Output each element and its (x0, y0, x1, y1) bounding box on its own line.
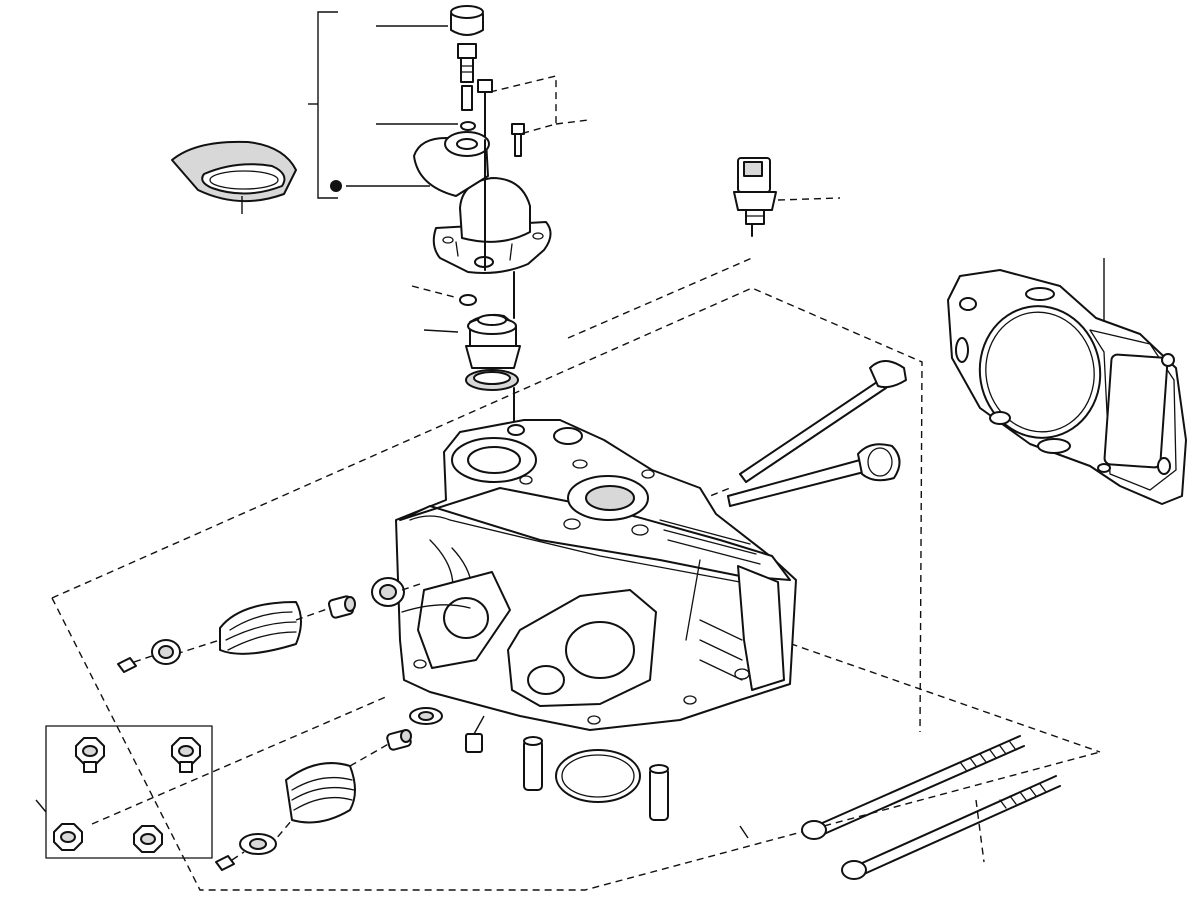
valve-retainers (151, 577, 443, 855)
thermostat-cap (450, 5, 484, 36)
hose-clamp-sleeve (171, 140, 297, 214)
head-bolts (801, 735, 1061, 880)
thermostat-housing (413, 131, 552, 319)
top-bracket (308, 11, 458, 199)
cylinder-head (395, 419, 797, 731)
thermostat (465, 313, 521, 427)
o-ring (411, 121, 477, 333)
valve-springs (175, 601, 393, 847)
bleed-valve (457, 43, 477, 83)
head-gasket (947, 258, 1187, 505)
head-nuts (35, 695, 389, 859)
temperature-sensor (733, 157, 841, 237)
dowel-pins (523, 736, 669, 821)
valve-stem-seals (327, 595, 485, 753)
manifold-o-ring (555, 749, 749, 839)
intake-valve (739, 360, 907, 483)
exhaust-valve (727, 443, 901, 507)
valve-keepers (117, 655, 245, 871)
